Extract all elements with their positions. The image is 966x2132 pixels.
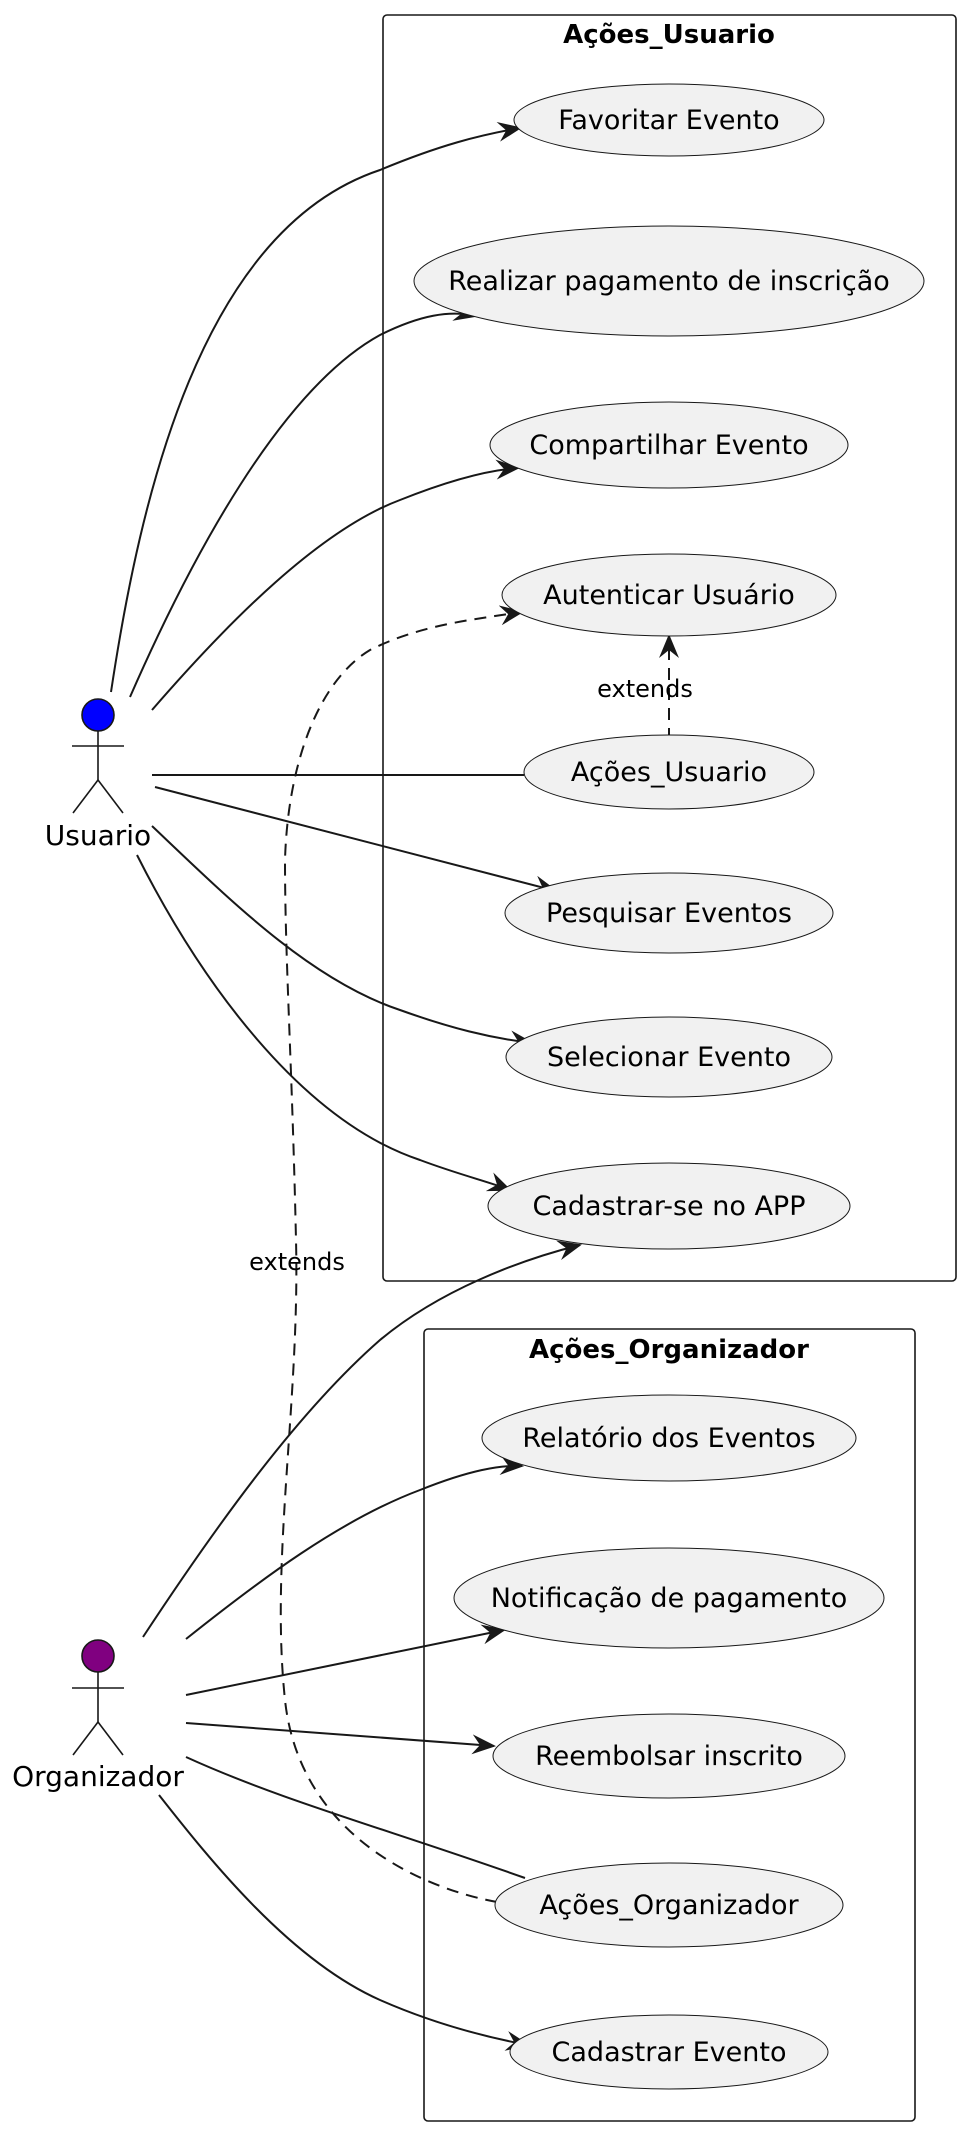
use-case-label: Cadastrar Evento	[552, 2037, 787, 2068]
use-case-pesquisar-eventos[interactable]: Pesquisar Eventos	[504, 872, 834, 954]
extends-label-usuario: extends	[597, 675, 693, 703]
use-case-cadastrar-se-no-app[interactable]: Cadastrar-se no APP	[487, 1162, 851, 1250]
use-case-compartilhar-evento[interactable]: Compartilhar Evento	[489, 401, 849, 489]
extends-label-organizador: extends	[249, 1248, 345, 1276]
use-case-label: Realizar pagamento de inscrição	[448, 266, 890, 297]
use-case-label: Selecionar Evento	[547, 1042, 791, 1073]
edge-usuario-pagamento	[129, 301, 478, 698]
connections	[110, 121, 679, 2051]
use-case-acoes-usuario[interactable]: Ações_Usuario	[523, 734, 815, 810]
edge-organizador-cadastrar-evento	[158, 1794, 530, 2051]
use-case-label: Ações_Organizador	[539, 1890, 799, 1921]
actor-label: Usuario	[45, 819, 151, 852]
edge-usuario-compartilhar	[151, 459, 520, 711]
package-acoes-usuario: Ações_Usuario	[382, 14, 957, 1282]
edge-usuario-favoritar	[110, 121, 522, 693]
use-case-label: Autenticar Usuário	[543, 580, 795, 611]
package-acoes-organizador: Ações_Organizador	[423, 1328, 916, 2122]
actor-organizador[interactable]: Organizador	[12, 1639, 184, 1793]
use-case-relatorio-dos-eventos[interactable]: Relatório dos Eventos	[481, 1394, 857, 1482]
edge-usuario-selecionar	[151, 825, 534, 1051]
stick-figure-icon	[72, 731, 124, 814]
use-case-selecionar-evento[interactable]: Selecionar Evento	[505, 1016, 833, 1098]
use-case-label: Compartilhar Evento	[529, 430, 808, 461]
package-title-usuario: Ações_Usuario	[563, 20, 775, 50]
use-case-reembolsar-inscrito[interactable]: Reembolsar inscrito	[492, 1713, 846, 1799]
edge-organizador-acoes-organizador	[185, 1756, 526, 1879]
edge-organizador-notificacao	[185, 1624, 506, 1696]
actor-label: Organizador	[12, 1760, 184, 1793]
actor-usuario[interactable]: Usuario	[45, 698, 151, 852]
edge-usuario-pesquisar	[154, 786, 558, 896]
use-case-notificacao-de-pagamento[interactable]: Notificação de pagamento	[453, 1547, 885, 1649]
actor-head-icon	[81, 698, 115, 732]
use-case-label: Relatório dos Eventos	[522, 1423, 815, 1454]
edge-organizador-cadastrar-app	[142, 1240, 582, 1638]
use-case-favoritar-evento[interactable]: Favoritar Evento	[513, 83, 825, 157]
stick-figure-icon	[72, 1672, 124, 1756]
use-case-label: Pesquisar Eventos	[546, 898, 792, 929]
edge-organizador-reembolsar	[185, 1722, 496, 1755]
use-case-realizar-pagamento[interactable]: Realizar pagamento de inscrição	[413, 225, 925, 337]
use-case-acoes-organizador[interactable]: Ações_Organizador	[494, 1862, 844, 1948]
use-case-label: Reembolsar inscrito	[535, 1741, 803, 1772]
use-case-label: Notificação de pagamento	[491, 1583, 848, 1614]
edge-organizador-relatorio	[185, 1455, 524, 1640]
use-case-label: Ações_Usuario	[571, 757, 767, 788]
use-case-cadastrar-evento[interactable]: Cadastrar Evento	[509, 2014, 829, 2090]
use-case-label: Favoritar Evento	[558, 105, 779, 136]
edge-extends-acoes-organizador-autenticar	[279, 605, 524, 1903]
use-case-autenticar-usuario[interactable]: Autenticar Usuário	[501, 553, 837, 637]
edge-usuario-cadastrar-app	[136, 854, 512, 1192]
package-title-organizador: Ações_Organizador	[529, 1335, 809, 1365]
actor-head-icon	[81, 1639, 115, 1673]
use-case-label: Cadastrar-se no APP	[532, 1191, 805, 1222]
